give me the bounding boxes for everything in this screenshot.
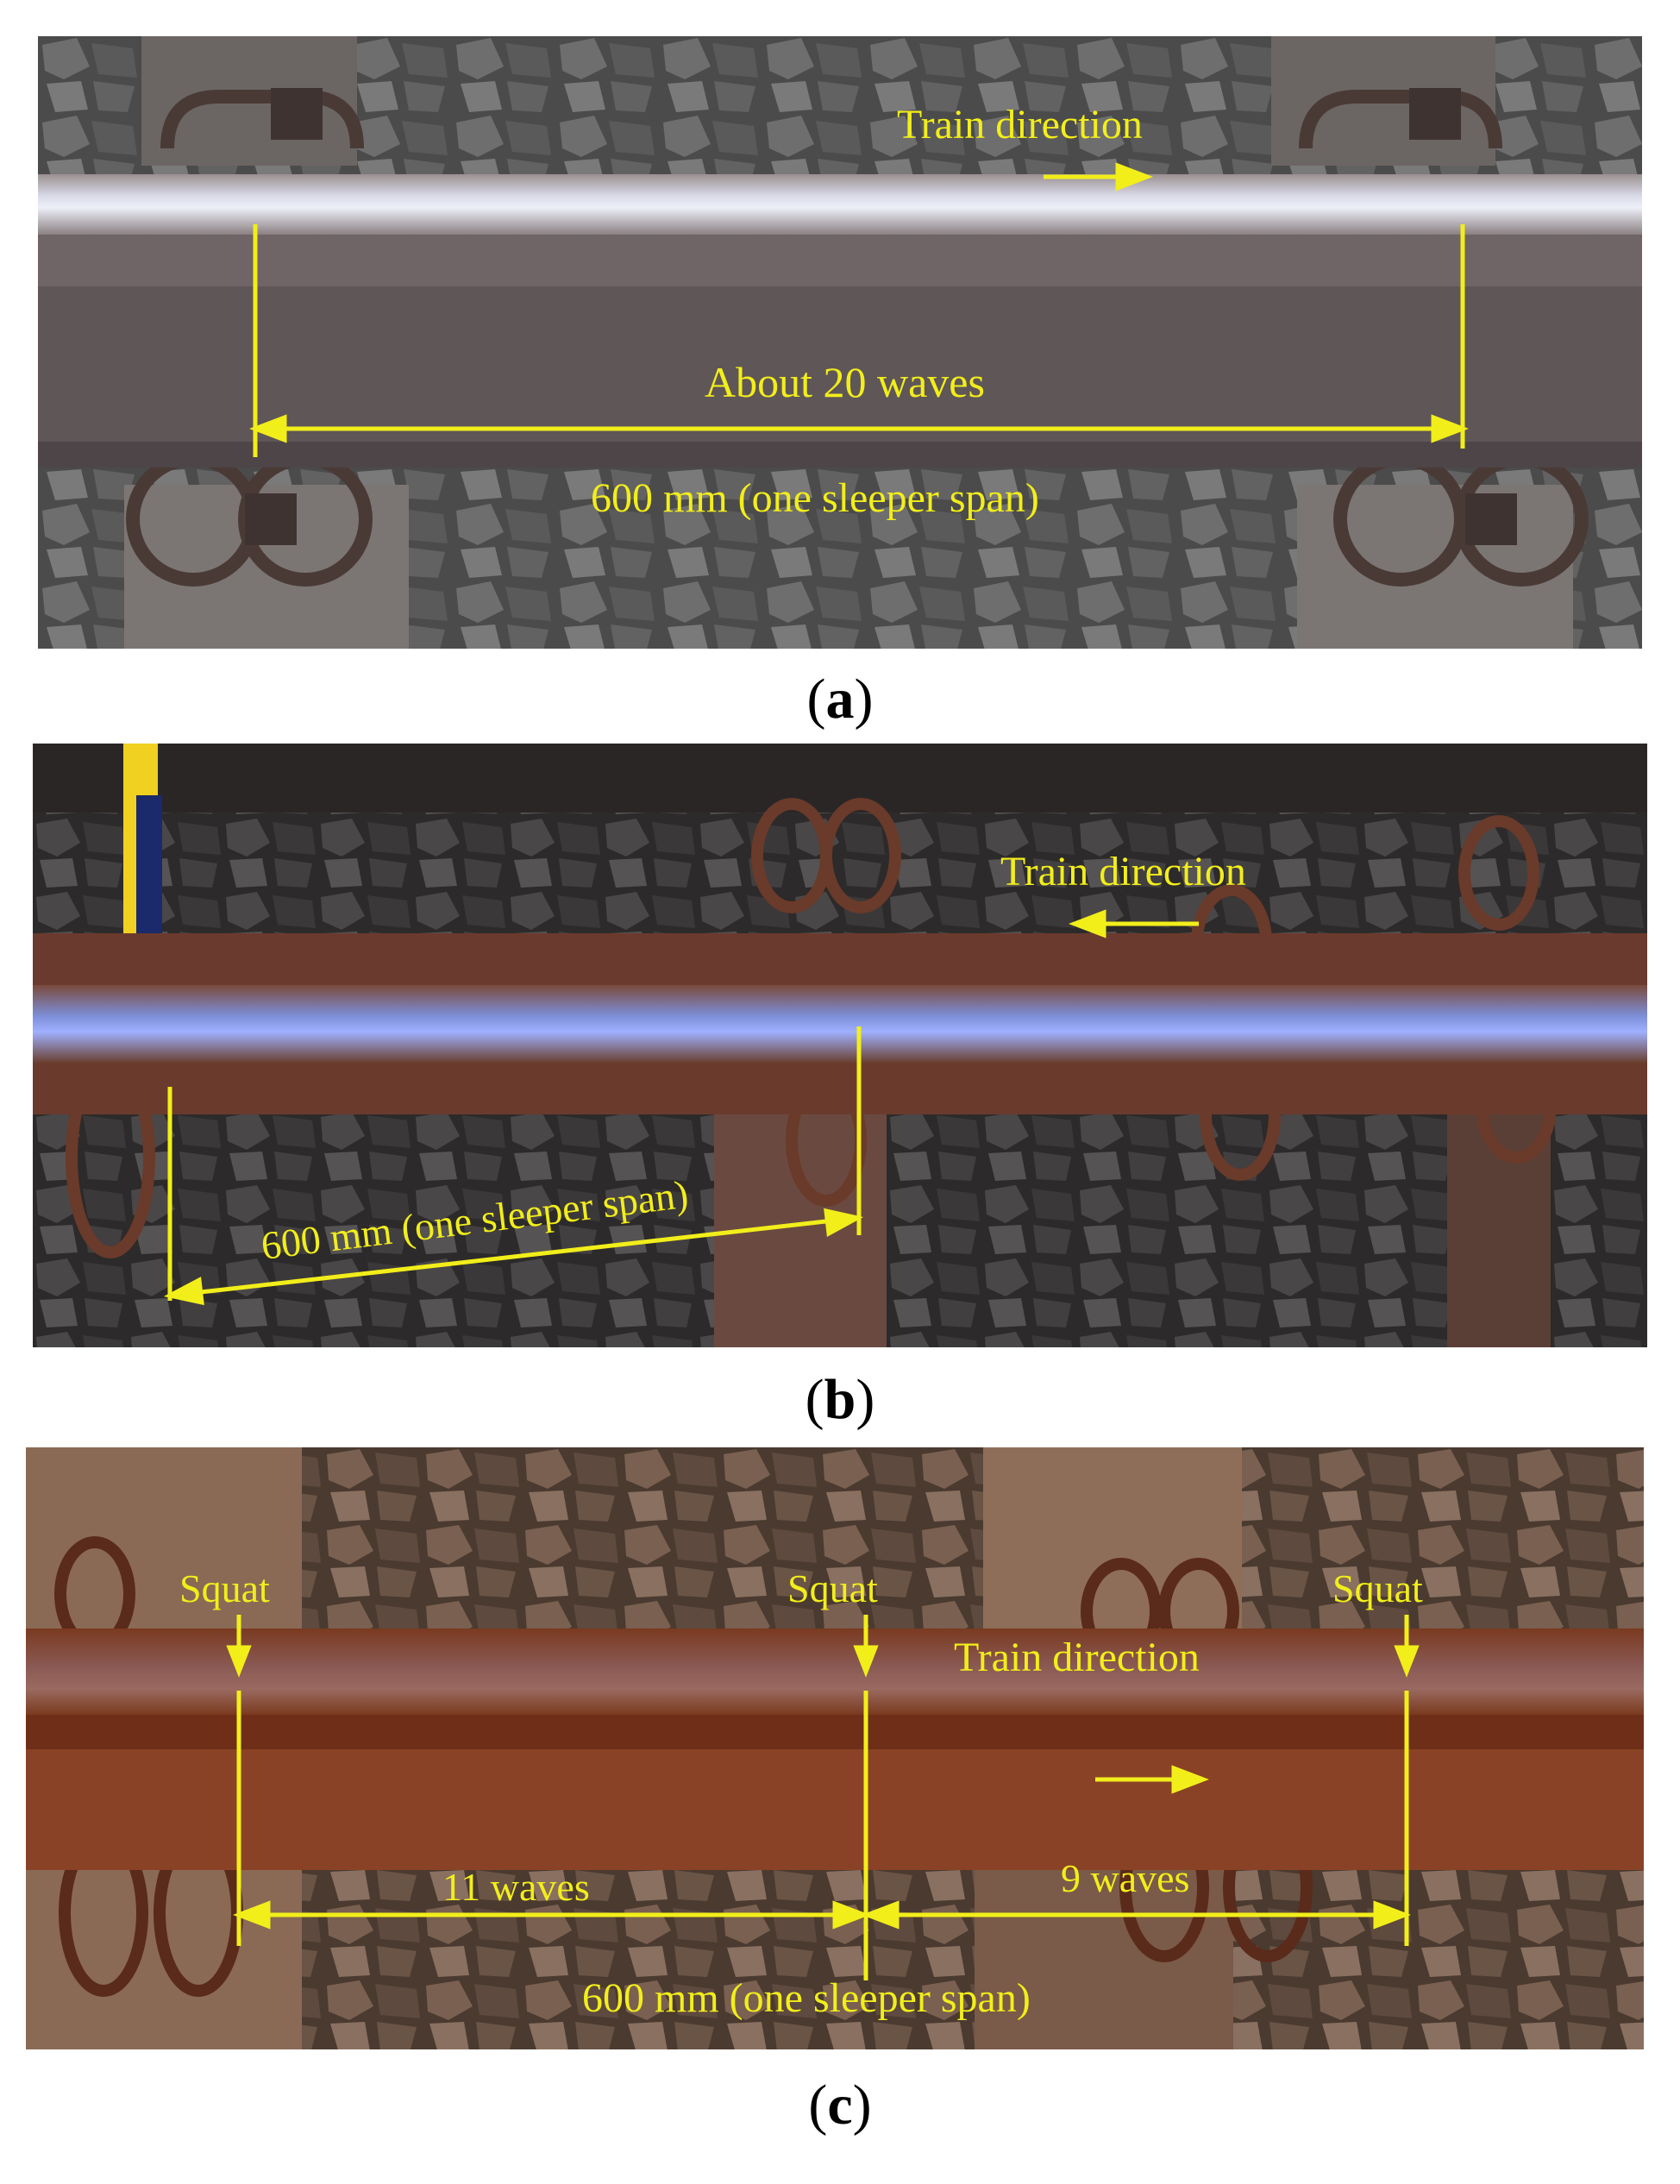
caption-c-letter: c: [827, 2074, 853, 2137]
caption-a: (a): [806, 668, 874, 731]
panel-a-rail-image: [38, 36, 1642, 649]
rail-foot-near: [33, 1063, 1647, 1114]
panel-c-rail-image: [26, 1447, 1644, 2049]
rail-head: [26, 1629, 1644, 1715]
caption-c: (c): [808, 2074, 872, 2137]
caption-b-letter: b: [824, 1368, 856, 1431]
rail-foot-far: [33, 933, 1647, 985]
rail-head: [33, 985, 1647, 1063]
rail-head: [38, 174, 1642, 235]
panel-b-rail-image: [33, 744, 1647, 1347]
panel-b-photo: [33, 744, 1647, 1347]
panel-a-photo: [38, 36, 1642, 649]
rail-foot: [26, 1749, 1644, 1870]
sleeper: [1447, 1089, 1551, 1347]
sleeper: [975, 1861, 1233, 2049]
rail-web: [38, 235, 1642, 286]
panel-c-photo: [26, 1447, 1644, 2049]
rail-web: [26, 1715, 1644, 1749]
caption-a-letter: a: [825, 668, 855, 731]
rail-foot: [38, 286, 1642, 450]
caption-b: (b): [805, 1368, 875, 1431]
